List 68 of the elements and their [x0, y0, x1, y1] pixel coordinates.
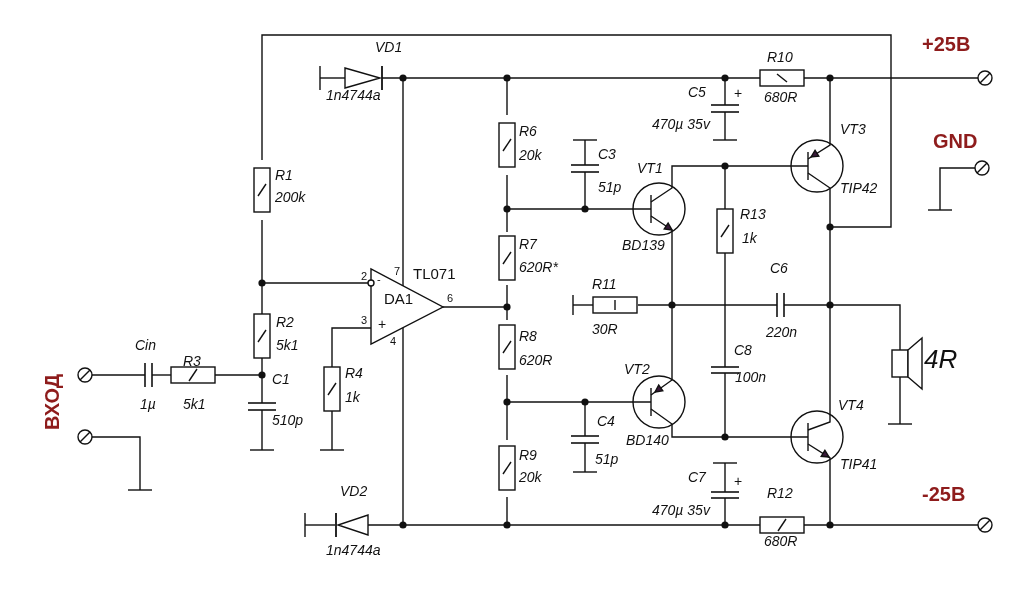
designator-label: R10: [767, 50, 793, 66]
value-label: TIP42: [840, 181, 878, 197]
polarity-mark: +: [378, 317, 387, 333]
designator-label: R8: [519, 329, 537, 345]
value-label: 20k: [519, 470, 542, 486]
designator-label: C7: [688, 470, 706, 486]
value-label: 620R: [519, 353, 553, 369]
value-label: 51p: [595, 452, 619, 468]
designator-label: R3: [183, 354, 201, 370]
designator-label: C8: [734, 343, 752, 359]
value-label: 470µ 35v: [652, 503, 710, 519]
value-label: 4R: [924, 345, 958, 374]
terminal-label: -25В: [922, 483, 966, 505]
value-label: BD139: [622, 238, 665, 254]
value-label: 100n: [735, 370, 767, 386]
designator-label: R13: [740, 207, 766, 223]
value-label: 1k: [742, 231, 757, 247]
value-label: 1k: [345, 390, 360, 406]
value-label: 30R: [592, 322, 618, 338]
pin-number: 2: [361, 270, 368, 283]
designator-label: VT2: [624, 362, 650, 378]
value-label: 1µ: [140, 397, 156, 413]
designator-label: DA1: [384, 291, 414, 308]
designator-label: R11: [592, 277, 617, 293]
designator-label: VD1: [375, 40, 403, 56]
designator-label: C3: [598, 147, 616, 163]
designator-label: R2: [276, 315, 294, 331]
polarity-mark: +: [734, 86, 743, 102]
designator-label: TL071: [413, 266, 456, 283]
value-label: 680R: [764, 534, 798, 550]
polarity-mark: +: [734, 474, 743, 490]
pin-number: 4: [390, 335, 397, 348]
designator-label: VT3: [840, 122, 866, 138]
value-label: 680R: [764, 90, 798, 106]
designator-label: R6: [519, 124, 537, 140]
value-label: 20k: [519, 148, 542, 164]
designator-label: Cin: [135, 338, 156, 354]
pin-number: 3: [361, 314, 368, 327]
value-label: TIP41: [840, 457, 878, 473]
designator-label: C6: [770, 261, 788, 277]
value-label: BD140: [626, 433, 669, 449]
designator-label: R7: [519, 237, 537, 253]
designator-label: R1: [275, 168, 293, 184]
designator-label: C1: [272, 372, 290, 388]
value-label: 220n: [766, 325, 798, 341]
pin-number: -: [377, 273, 381, 286]
value-label: 5k1: [183, 397, 206, 413]
designator-label: C5: [688, 85, 706, 101]
designator-label: R4: [345, 366, 363, 382]
terminal-label: GND: [933, 130, 978, 152]
value-label: 1n4744a: [326, 88, 381, 104]
designator-label: R12: [767, 486, 793, 502]
pin-number: 7: [394, 265, 401, 278]
value-label: 510p: [272, 413, 304, 429]
terminal-label: ВХОД: [41, 374, 63, 430]
value-label: 1n4744a: [326, 543, 381, 559]
value-label: 470µ 35v: [652, 117, 710, 133]
designator-label: VD2: [340, 484, 368, 500]
terminal-label: +25В: [922, 33, 971, 55]
pin-number: 6: [447, 292, 454, 305]
value-label: 200k: [275, 190, 306, 206]
value-label: 51p: [598, 180, 622, 196]
value-label: 620R*: [519, 260, 558, 276]
designator-label: R9: [519, 448, 537, 464]
designator-label: VT4: [838, 398, 864, 414]
designator-label: VT1: [637, 161, 663, 177]
designator-label: C4: [597, 414, 615, 430]
value-label: 5k1: [276, 338, 299, 354]
